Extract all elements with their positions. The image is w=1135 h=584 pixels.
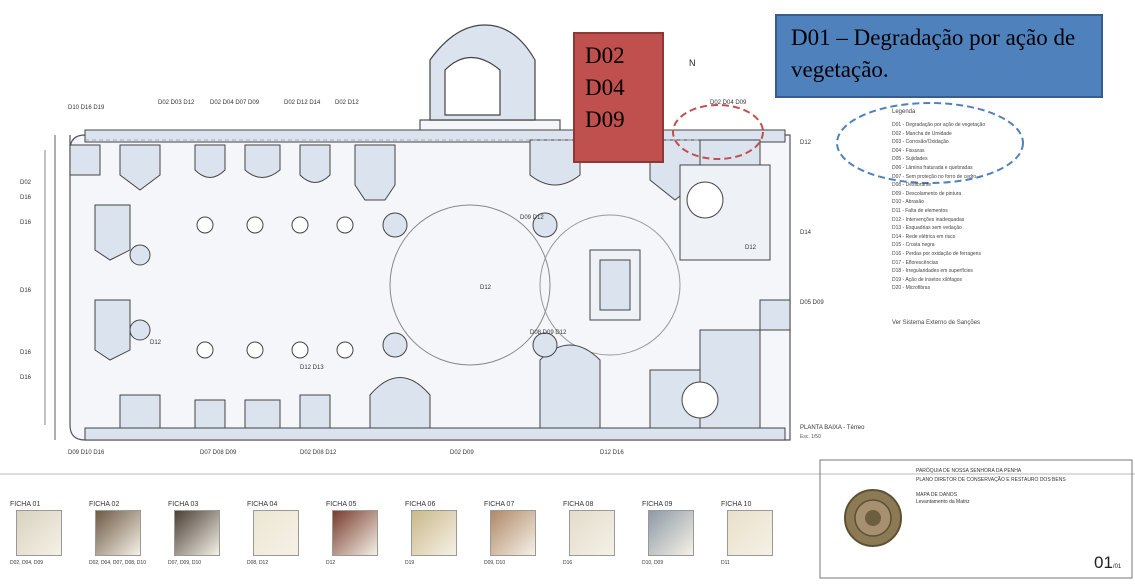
callout-d01-text: D01 – Degradação por ação de vegetação. (791, 25, 1076, 82)
ficha-caption: D19 (405, 560, 415, 566)
ficha-caption: D11 (721, 560, 730, 566)
blue-dashed-ellipse (836, 102, 1024, 184)
legend-item: D13 - Esquadrias sem vedação (892, 225, 962, 232)
callout-red-line-1: D02 (585, 43, 625, 68)
title-line-1: PARÓQUIA DE NOSSA SENHORA DA PENHA (916, 468, 1022, 474)
legend-item: D19 - Ação de insetos xilófagos (892, 276, 963, 283)
right-dome (539, 214, 681, 356)
title-line-4: Levantamento da Matriz (916, 499, 970, 505)
legend-footer: Ver Sistema Externo de Sanções (892, 320, 981, 326)
ficha-caption: D08, D12 (247, 560, 269, 566)
ficha-caption: D02, D04, D09 (10, 560, 44, 566)
ficha-caption: D02, D04, D07, D08, D10 (89, 560, 146, 566)
ficha-photo (648, 510, 694, 556)
altar (589, 249, 641, 321)
ficha-photo (332, 510, 378, 556)
bottom-wall-piers (84, 329, 786, 441)
legend-item: D03 - Corrosão/Oxidação (892, 139, 949, 146)
sheet-number-main: 01 (1094, 553, 1113, 572)
nave-outline (44, 119, 791, 441)
legend-item: D09 - Descolamento de pintura (892, 190, 962, 197)
columns (129, 212, 558, 359)
ficha-photo (490, 510, 536, 556)
legend-item: D02 - Mancha de Umidade (892, 130, 952, 137)
ficha-label: FICHA 06 (405, 501, 436, 508)
sheet-number: 01/01 (1094, 553, 1121, 573)
legend-item: D10 - Abrasão (892, 199, 924, 206)
ficha-label: FICHA 09 (642, 501, 673, 508)
callout-d01: D01 – Degradação por ação de vegetação. (775, 14, 1103, 98)
top-apse (429, 24, 536, 121)
ficha-label: FICHA 08 (563, 501, 594, 508)
callout-red-line-3: D09 (585, 107, 625, 132)
title-line-2: PLANO DIRETOR DE CONSERVAÇÃO E RESTAURO … (916, 477, 1066, 483)
legend-title: Legenda (892, 109, 916, 115)
ficha-photo (411, 510, 457, 556)
ficha-label: FICHA 07 (484, 501, 515, 508)
legend-item: D05 - Sujidades (892, 156, 928, 163)
right-annex (679, 164, 791, 419)
ficha-photo (569, 510, 615, 556)
callout-red-line-2: D04 (585, 75, 625, 100)
red-dashed-ellipse (672, 104, 764, 160)
ficha-photo (95, 510, 141, 556)
legend-item: D01 - Degradação por ação de vegetação (892, 122, 986, 128)
legend-item: D16 - Perdas por oxidação de ferragens (892, 251, 981, 257)
legend-item: D15 - Crosta negra (892, 242, 935, 249)
central-dome (389, 204, 551, 366)
legend-item: D04 - Fissuras (892, 147, 925, 154)
legend-item: D07 - Sem proteção no forro de cedro (892, 173, 977, 180)
title-line-3: MAPA DE DANOS (916, 492, 958, 498)
legend-item: D14 - Rede elétrica em risco (892, 233, 956, 240)
legend-item: D20 - Microfibras (892, 285, 931, 292)
ficha-label: FICHA 03 (168, 501, 199, 508)
callout-d02-d04-d09: D02 D04 D09 (573, 32, 664, 163)
ficha-photo (174, 510, 220, 556)
legend-item: D17 - Eflorescências (892, 259, 939, 266)
ficha-photo (16, 510, 62, 556)
plan-caption-scale: Esc. 1/50 (800, 434, 821, 440)
ficha-label: FICHA 05 (326, 501, 357, 508)
ficha-caption: D16 (563, 560, 573, 566)
ficha-caption: D12 (326, 560, 336, 566)
ficha-caption: D10, D09 (642, 560, 664, 566)
legend-item: D11 - Falta de elementos (892, 208, 948, 214)
ficha-label: FICHA 02 (89, 501, 120, 508)
legend-item: D12 - Intervenções inadequadas (892, 216, 965, 223)
plan-caption-title: PLANTA BAIXA - Térreo (800, 425, 865, 431)
legend-item: D18 - Irregularidades em superfícies (892, 268, 973, 275)
sheet-number-suffix: /01 (1112, 564, 1122, 570)
ficha-photo (253, 510, 299, 556)
north-arrow-label: N (689, 58, 696, 68)
ficha-label: FICHA 10 (721, 501, 752, 508)
legend-item: D08 - Desfibrante (892, 182, 932, 189)
ficha-caption: D07, D09, D10 (168, 560, 202, 566)
ficha-label: FICHA 01 (10, 501, 41, 508)
ficha-label: FICHA 04 (247, 501, 278, 508)
ficha-caption: D09, D10 (484, 560, 506, 566)
ficha-photo (727, 510, 773, 556)
legend-item: D06 - Lâmina fraturada e quebradas (892, 165, 973, 171)
left-wall-piers (69, 144, 131, 361)
